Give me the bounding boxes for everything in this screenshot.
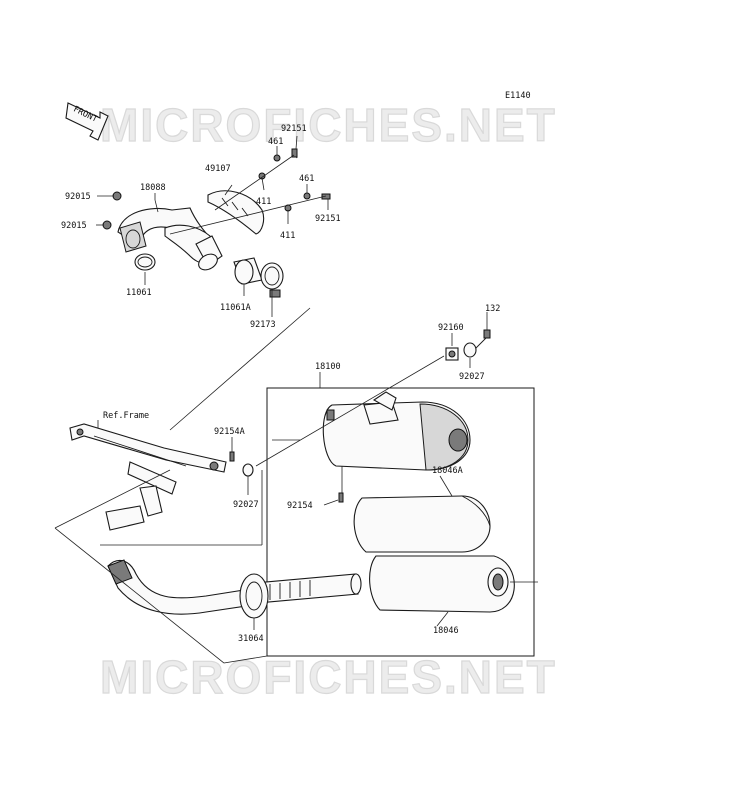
label-18046a: 18046A <box>432 466 463 476</box>
label-18100: 18100 <box>315 362 341 372</box>
label-18088: 18088 <box>140 183 166 193</box>
label-18046: 18046 <box>433 626 459 636</box>
label-11061: 11061 <box>126 288 152 298</box>
label-92027-lower: 92027 <box>233 500 259 510</box>
watermark-bottom: MICROFICHES.NET <box>100 651 557 703</box>
label-92015-lower: 92015 <box>61 221 87 231</box>
front-arrow-icon: FRONT <box>65 102 109 141</box>
pipe-seal <box>233 257 263 285</box>
leader-lines <box>54 135 538 664</box>
bolt-92151-upper <box>291 148 298 159</box>
diagram-code: E1140 <box>505 91 531 101</box>
muffler-assembly-box <box>266 387 535 657</box>
silencer-packing-lower <box>369 555 515 613</box>
washer-92027-lower <box>242 463 254 477</box>
label-11061a: 11061A <box>220 303 251 313</box>
nut-92015-lower <box>102 220 112 230</box>
pipe-clamp <box>260 262 284 298</box>
bolt-92154 <box>338 492 344 503</box>
label-92027-upper: 92027 <box>459 372 485 382</box>
label-461-lower: 461 <box>299 174 314 184</box>
label-92173: 92173 <box>250 320 276 330</box>
washer-92027-upper <box>463 342 477 358</box>
nut-92015-upper <box>112 191 122 201</box>
label-92015-upper: 92015 <box>65 192 91 202</box>
label-461-upper: 461 <box>268 137 283 147</box>
heat-guard <box>207 190 265 235</box>
label-92160: 92160 <box>438 323 464 333</box>
silencer-packing-upper <box>353 495 491 553</box>
label-92151-lower: 92151 <box>315 214 341 224</box>
header-pipe <box>117 207 223 271</box>
bolt-132 <box>473 329 491 351</box>
bolt-92151-lower <box>321 193 331 200</box>
label-92151-upper: 92151 <box>281 124 307 134</box>
washer-461-lower <box>303 192 311 200</box>
watermark-top: MICROFICHES.NET <box>100 99 557 151</box>
frame-subframe <box>69 423 227 531</box>
label-92154: 92154 <box>287 501 313 511</box>
mid-pipe <box>107 559 362 619</box>
washer-461-upper <box>273 154 281 162</box>
label-411-upper: 411 <box>256 197 271 207</box>
muffler-body <box>322 391 471 471</box>
collar-92160 <box>445 347 459 361</box>
label-92154a: 92154A <box>214 427 245 437</box>
label-31064: 31064 <box>238 634 264 644</box>
label-411-lower: 411 <box>280 231 295 241</box>
label-132: 132 <box>485 304 500 314</box>
bolt-92154a <box>229 451 235 462</box>
label-49107: 49107 <box>205 164 231 174</box>
label-ref-frame: Ref.Frame <box>103 411 149 421</box>
part-labels: 92151 461 49107 411 461 411 92151 92015 … <box>61 124 500 644</box>
